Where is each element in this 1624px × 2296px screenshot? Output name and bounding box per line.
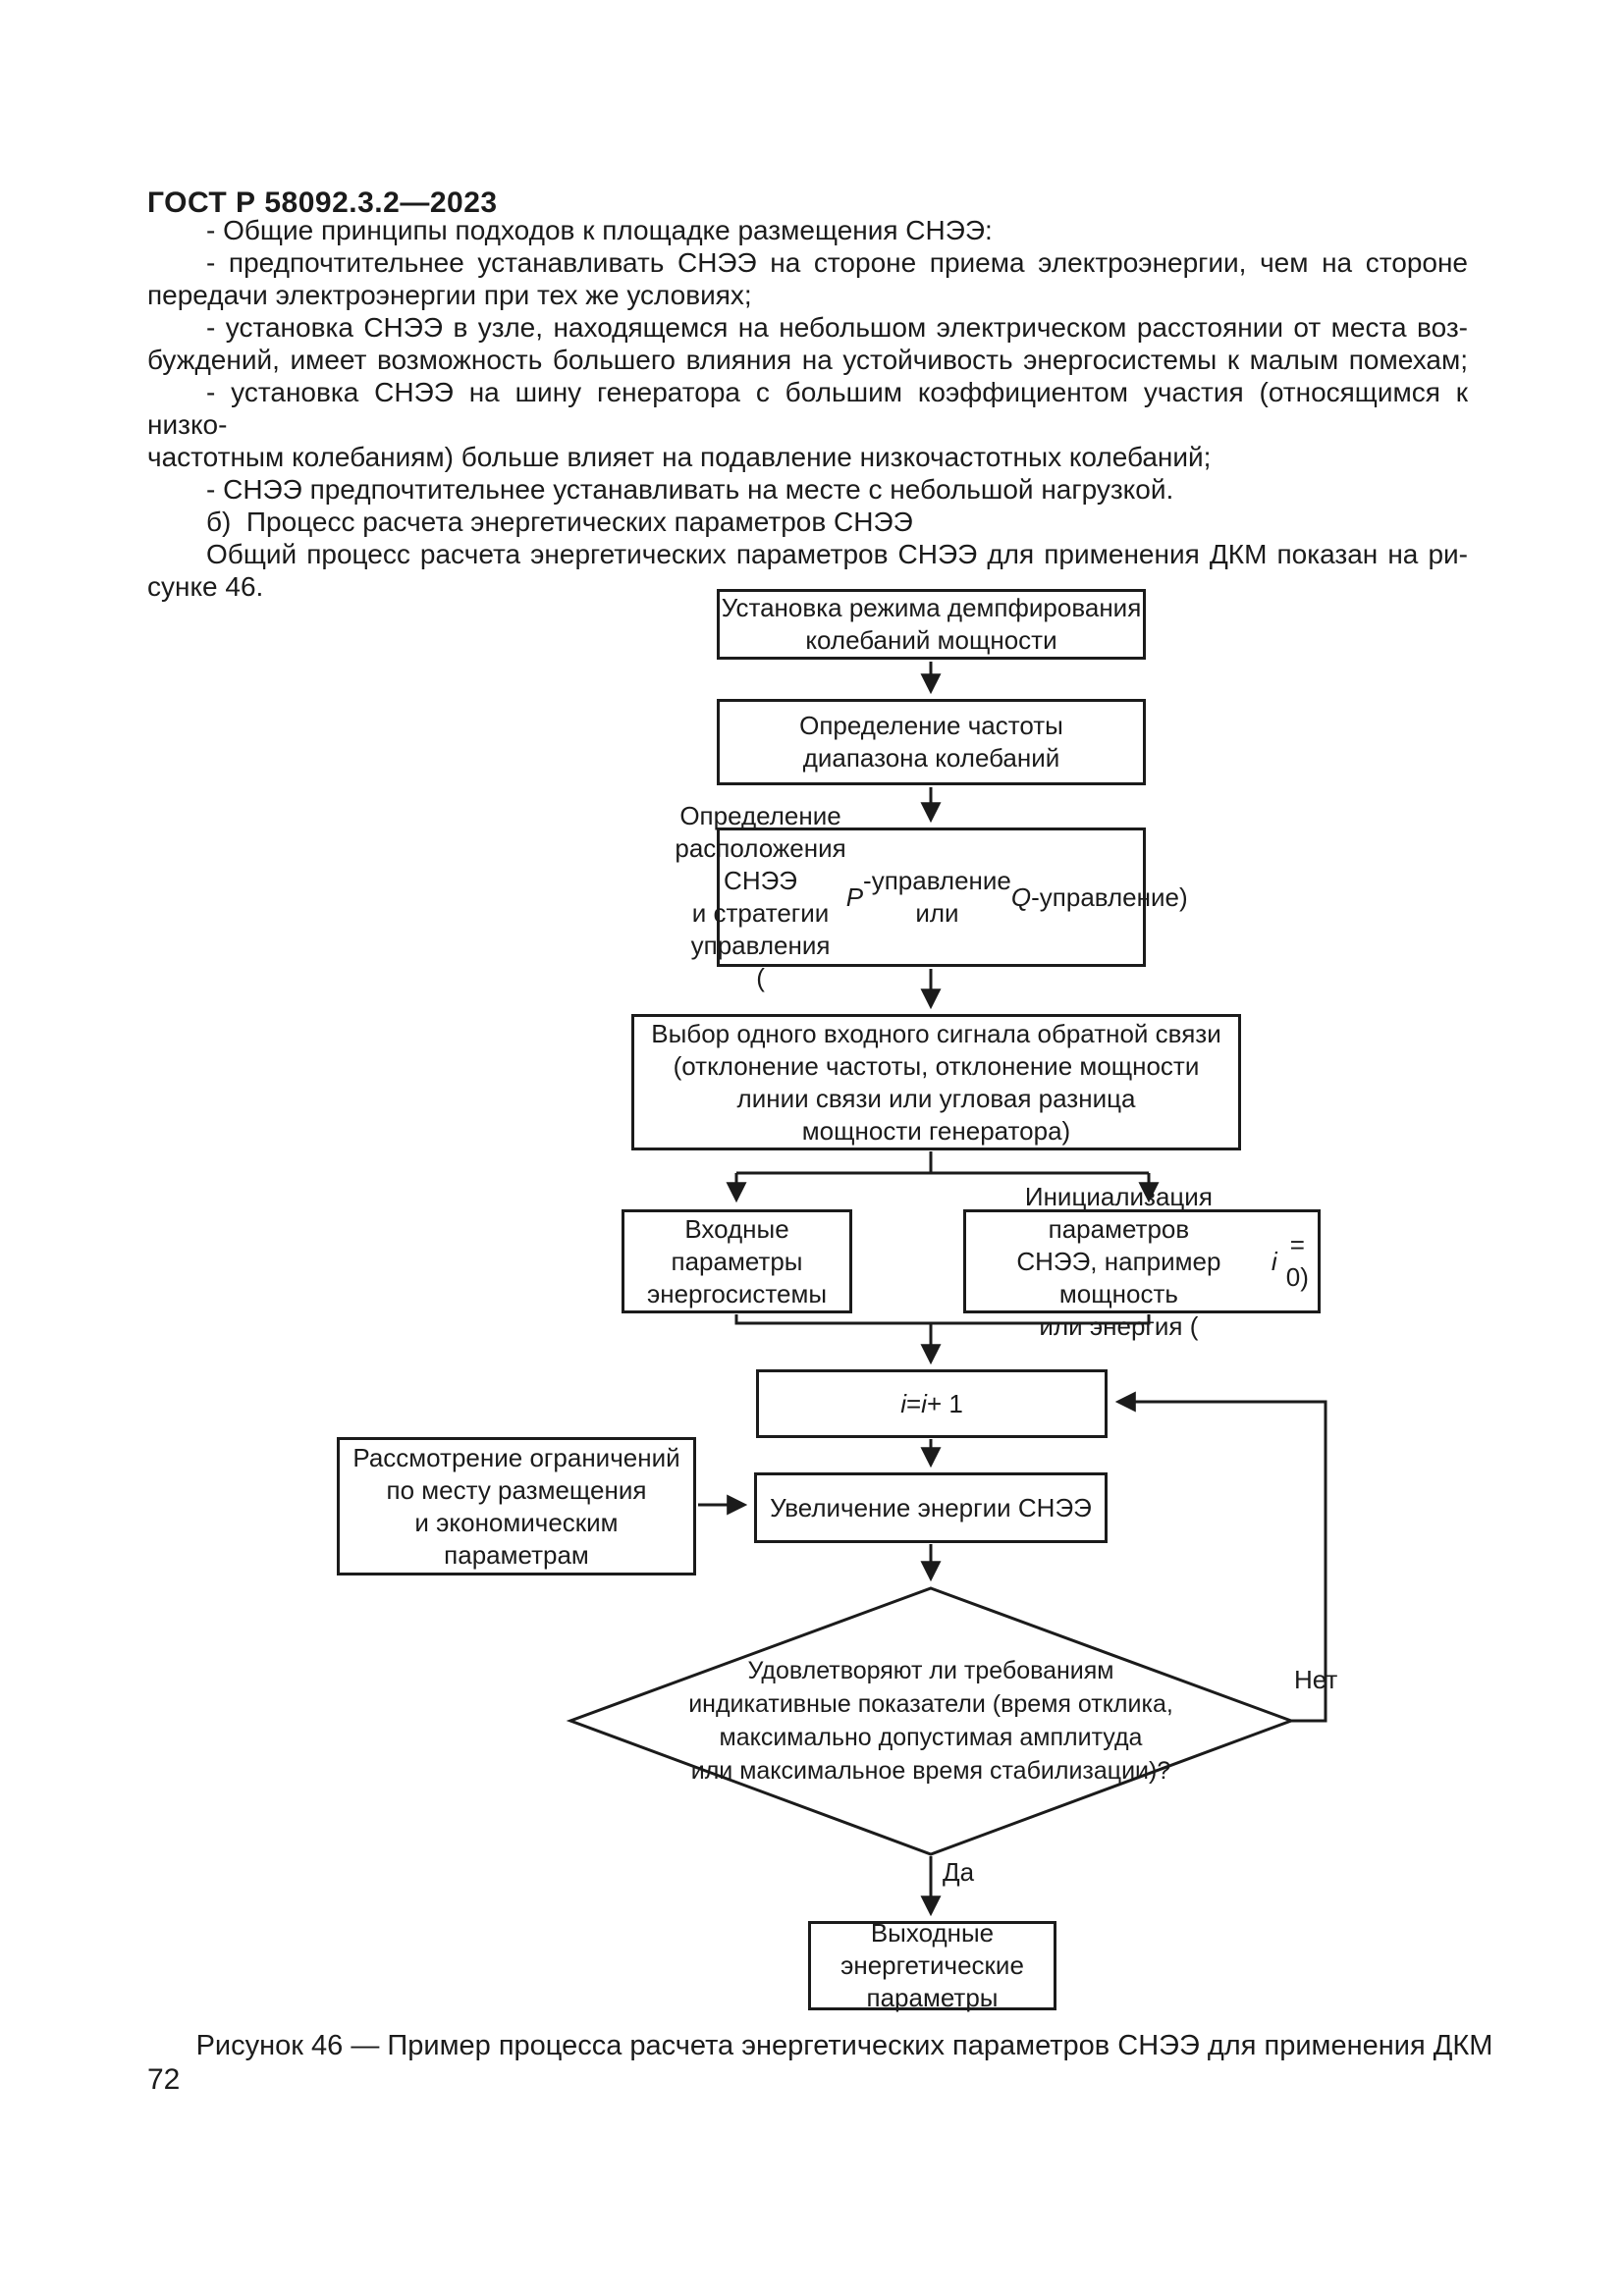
body-line: - Общие принципы подходов к площадке раз… (206, 215, 993, 245)
page-number: 72 (147, 2063, 181, 2096)
body-line: б) Процесс расчета энергетических параме… (206, 507, 913, 537)
body-line: Общий процесс расчета энергетических пар… (206, 539, 1468, 569)
body-line: частотным колебаниям) больше влияет на п… (147, 442, 1212, 472)
node-increase-energy: Увеличение энергии СНЭЭ (754, 1472, 1108, 1543)
body-line: передачи электроэнергии при тех же услов… (147, 280, 752, 310)
body-line: - предпочтительнее устанавливать СНЭЭ на… (206, 247, 1468, 278)
node-select-feedback-signal: Выбор одного входного сигнала обратной с… (631, 1014, 1241, 1150)
branch-label-yes: Да (943, 1857, 975, 1887)
no-feedback-line (1114, 1391, 1327, 1723)
body-line: - СНЭЭ предпочтительнее устанавливать на… (206, 474, 1174, 505)
body-line: - установка СНЭЭ в узле, находящемся на … (206, 312, 1468, 343)
figure-caption: Рисунок 46 — Пример процесса расчета эне… (195, 2030, 1493, 2061)
join-line (734, 1314, 1151, 1325)
decision-diamond (566, 1586, 1296, 1856)
split-line (736, 1151, 1149, 1175)
running-header: ГОСТ Р 58092.3.2—2023 (147, 187, 498, 219)
branch-label-no: Нет (1294, 1665, 1338, 1694)
body-line: - установка СНЭЭ на шину генератора с бо… (147, 377, 1468, 440)
body-line: сунке 46. (147, 571, 264, 602)
node-iterate: i = i + 1 (756, 1369, 1108, 1438)
body-text: - Общие принципы подходов к площадке раз… (147, 214, 1468, 603)
body-line: буждений, имеет возможность большего вли… (147, 345, 1468, 375)
